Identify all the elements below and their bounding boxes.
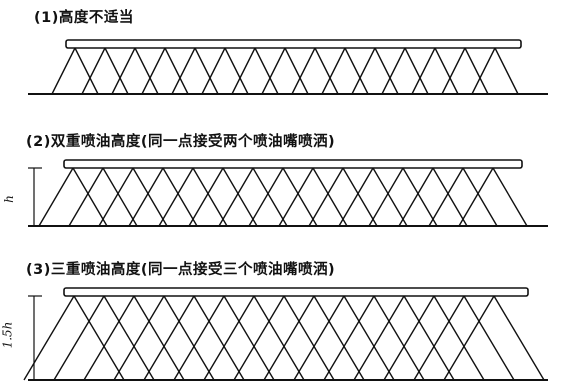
panel-1-spray-line [104,47,129,95]
panel-1-spray-line [164,47,189,95]
panel-1-spray-line [471,47,496,95]
panel-1-spray-line [351,47,376,95]
panel-3-spray-line [283,295,335,381]
panel-3-spray-line [253,295,305,381]
panel-1-spray-line [411,47,436,95]
panel-2-spray-line [68,167,104,227]
panel-1-spray-line [494,47,519,95]
panel-3-spray-line [73,295,125,381]
panel-1-spray-line [381,47,406,95]
panel-3-spray-line [343,295,395,381]
panel-3-caption: (3)三重喷油高度(同一点接受三个喷油嘴喷洒) [26,262,336,278]
panel-1-spray-line [74,47,99,95]
panel-2-spray-line [38,167,74,227]
panel-3-spray-line [233,295,285,381]
panel-3-spray-line [383,295,435,381]
panel-3-spray-line [403,295,455,381]
panel-1-spray-line [404,47,429,95]
panel-2-spray-line [218,167,254,227]
panel-2-spray-line [372,167,408,227]
panel-1-spray-line [261,47,286,95]
panel-1-spray-line [201,47,226,95]
panel-1-caption: (1)高度不适当 [34,10,134,26]
panel-3-spray-line [293,295,345,381]
panel-3-spray-boom [63,287,529,297]
panel-2-spray-line [252,167,288,227]
panel-2-spray-line [188,167,224,227]
panel-2-spray-line [308,167,344,227]
panel-3-spray-line [103,295,155,381]
panel-2-spray-boom [63,159,523,169]
panel-1-spray-line [231,47,256,95]
panel-2-spray-line [158,167,194,227]
panel-3-spray-line [173,295,225,381]
panel-2-spray-line [312,167,348,227]
panel-3-spray-line [313,295,365,381]
panel-2-spray-line [222,167,258,227]
panel-1-spray-line [194,47,219,95]
panel-3-spray-line [223,295,275,381]
panel-3-spray-line [443,295,495,381]
panel-3-spray-line [373,295,425,381]
panel-1-spray-line [224,47,249,95]
panel-3-spray-line [113,295,165,381]
panel-3-spray-line [143,295,195,381]
panel-2-spray-line [248,167,284,227]
panel-2-spray-line [338,167,374,227]
panel-1-spray-line [321,47,346,95]
panel-3-spray-line [433,295,485,381]
panel-3-spray-line [193,295,245,381]
panel-2-spray-line [462,167,498,227]
panel-1-spray-line [314,47,339,95]
panel-1-spray-line [81,47,106,95]
panel-1-spray-line [141,47,166,95]
panel-2-spray-line [132,167,168,227]
panel-3-spray-line [323,295,375,381]
panel-2-spray-line [192,167,228,227]
panel-1-spray-line [434,47,459,95]
panel-2-spray-line [492,167,528,227]
panel-3-spray-line [463,295,515,381]
panel-1-spray-line [51,47,76,95]
panel-1-spray-line [171,47,196,95]
panel-2-spray-line [402,167,438,227]
panel-3-spray-line [203,295,255,381]
panel-3-spray-line [133,295,185,381]
panel-3-spray-line [23,295,75,381]
panel-3-spray-line [353,295,405,381]
panel-1-spray-line [134,47,159,95]
panel-1-spray-line [291,47,316,95]
panel-2-spray-line [458,167,494,227]
panel-2-spray-line [368,167,404,227]
panel-1-spray-line [344,47,369,95]
panel-3-spray-line [263,295,315,381]
panel-2-spray-line [72,167,108,227]
panel-3-spray-line [53,295,105,381]
panel-1-spray-line [284,47,309,95]
panel-3-spray-line [163,295,215,381]
panel-2-spray-line [128,167,164,227]
panel-1-spray-boom [65,39,522,49]
panel-2-spray-line [98,167,134,227]
panel-2-spray-line [282,167,318,227]
panel-2-spray-line [162,167,198,227]
panel-1-spray-line [441,47,466,95]
panel-2-caption: (2)双重喷油高度(同一点接受两个喷油嘴喷洒) [26,134,336,150]
panel-1-spray-line [464,47,489,95]
panel-1-spray-line [374,47,399,95]
panel-2-spray-line [432,167,468,227]
panel-3-spray-line [493,295,545,381]
panel-2-spray-line [428,167,464,227]
panel-3-spray-line [413,295,465,381]
panel-2-spray-line [342,167,378,227]
panel-2-spray-line [102,167,138,227]
panel-1-spray-line [111,47,136,95]
panel-2-spray-line [398,167,434,227]
panel-3-spray-line [83,295,135,381]
panel-2-spray-line [278,167,314,227]
panel-1-spray-line [254,47,279,95]
